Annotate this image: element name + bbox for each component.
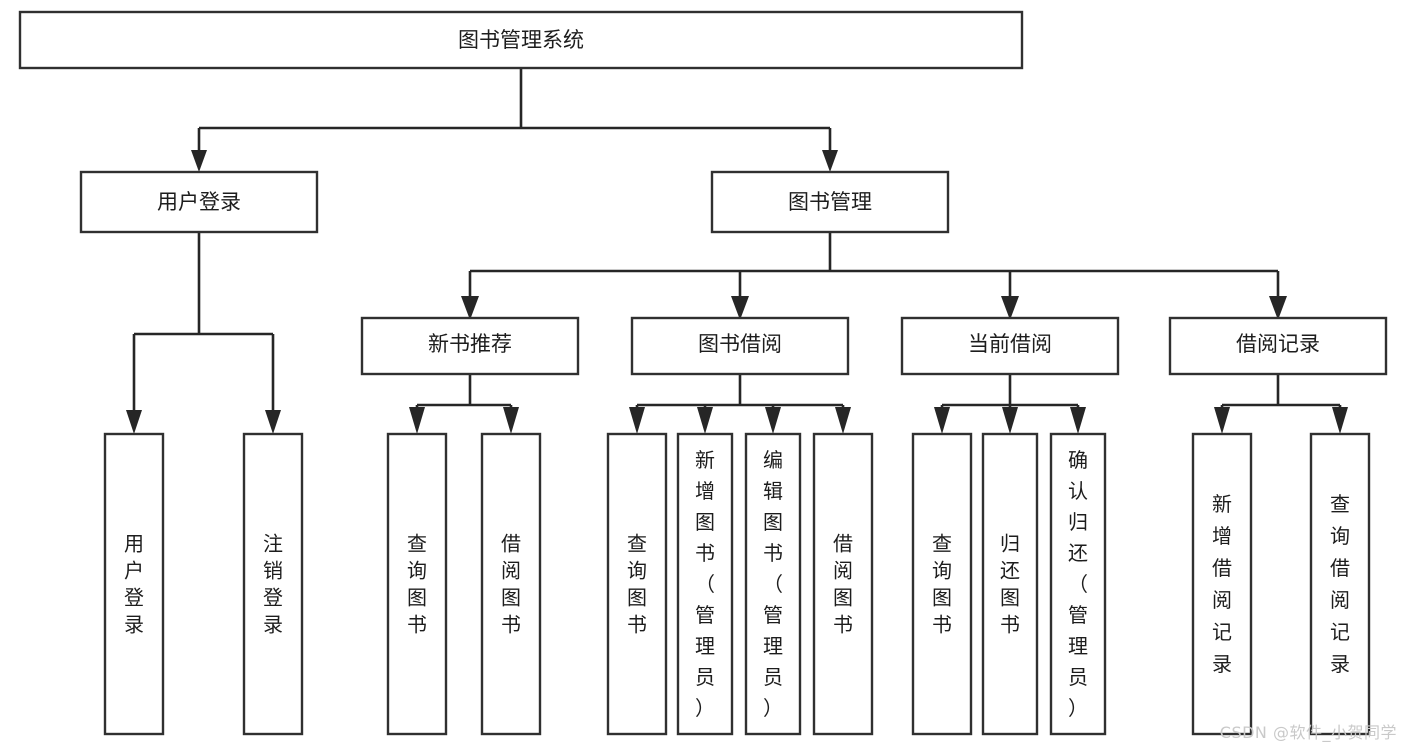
node-new-book-recommend-box[interactable] xyxy=(360,316,580,376)
leaf-query-borrow-record[interactable]: 查询借阅记录 xyxy=(1309,432,1371,736)
node-user-login-label: 用户登录 xyxy=(157,190,241,214)
arrow-record-query xyxy=(1332,407,1348,434)
arrow-root-to-user-login xyxy=(191,150,207,172)
arrow-borrow-add xyxy=(697,407,713,434)
arrow-user-login-leaf1 xyxy=(126,410,142,434)
leaf-query-book-2[interactable]: 查询图书 xyxy=(606,432,668,736)
leaf-query-book-3[interactable]: 查询图书 xyxy=(911,432,973,736)
leaf-query-book-2-label: 查询图书 xyxy=(627,532,647,637)
node-new-book-recommend-label: 新书推荐 xyxy=(428,332,512,356)
leaf-borrow-book-2-label: 借阅图书 xyxy=(833,532,853,637)
leaf-borrow-book-1-label: 借阅图书 xyxy=(501,532,521,637)
leaf-borrow-book-2[interactable]: 借阅图书 xyxy=(812,432,874,736)
connector-group-book-mgmt xyxy=(461,232,1287,320)
connector-group-user-login xyxy=(126,232,281,434)
connector-group-new-book xyxy=(409,374,519,434)
leaf-confirm-return-admin[interactable]: 确认归还（管理员） xyxy=(1049,432,1107,736)
leaf-borrow-book-1[interactable]: 借阅图书 xyxy=(480,432,542,736)
node-current-borrow-label: 当前借阅 xyxy=(968,332,1052,356)
leaf-edit-book-admin-label: 编辑图书（管理员） xyxy=(763,448,783,720)
arrow-user-login-leaf2 xyxy=(265,410,281,434)
leaf-confirm-return-admin-box[interactable] xyxy=(1049,432,1107,736)
leaf-borrow-book-2-box[interactable] xyxy=(812,432,874,736)
arrow-book-mgmt-current xyxy=(1001,296,1019,320)
connector-group-current xyxy=(934,374,1086,434)
node-user-login-box[interactable] xyxy=(79,170,319,234)
node-book-borrow[interactable]: 图书借阅 xyxy=(630,316,850,376)
watermark-text: CSDN @软件_小贺同学 xyxy=(1219,723,1397,742)
leaf-query-book-3-label: 查询图书 xyxy=(932,532,952,637)
node-book-borrow-label: 图书借阅 xyxy=(698,332,782,356)
arrow-record-add xyxy=(1214,407,1230,434)
leaf-return-book-label: 归还图书 xyxy=(1000,532,1020,637)
leaf-add-book-admin-box[interactable] xyxy=(676,432,734,736)
leaf-add-book-admin[interactable]: 新增图书（管理员） xyxy=(676,432,734,736)
connector-group-record xyxy=(1214,374,1348,434)
leaf-user-login[interactable]: 用户登录 xyxy=(103,432,165,736)
leaf-add-book-admin-label: 新增图书（管理员） xyxy=(695,448,715,720)
node-current-borrow[interactable]: 当前借阅 xyxy=(900,316,1120,376)
arrow-borrow-edit xyxy=(765,407,781,434)
node-book-management[interactable]: 图书管理 xyxy=(710,170,950,234)
arrow-book-mgmt-new-book xyxy=(461,296,479,320)
node-current-borrow-box[interactable] xyxy=(900,316,1120,376)
node-book-management-label: 图书管理 xyxy=(788,190,872,214)
arrow-borrow-query xyxy=(629,407,645,434)
node-borrow-record[interactable]: 借阅记录 xyxy=(1168,316,1388,376)
leaf-edit-book-admin[interactable]: 编辑图书（管理员） xyxy=(744,432,802,736)
arrow-current-confirm xyxy=(1070,407,1086,434)
node-root-box[interactable] xyxy=(18,10,1024,70)
leaf-query-book-2-box[interactable] xyxy=(606,432,668,736)
leaf-user-login-label: 用户登录 xyxy=(124,532,144,637)
connector-group-root xyxy=(191,68,838,172)
arrow-book-mgmt-record xyxy=(1269,296,1287,320)
node-root-system[interactable]: 图书管理系统 xyxy=(18,10,1024,70)
arrow-book-mgmt-borrow xyxy=(731,296,749,320)
node-borrow-record-label: 借阅记录 xyxy=(1236,332,1320,356)
leaf-query-borrow-record-label: 查询借阅记录 xyxy=(1330,492,1350,676)
leaf-query-book-1-box[interactable] xyxy=(386,432,448,736)
leaf-add-borrow-record-label: 新增借阅记录 xyxy=(1212,492,1232,676)
arrow-root-to-book-mgmt xyxy=(822,150,838,172)
leaf-add-borrow-record-box[interactable] xyxy=(1191,432,1253,736)
leaf-borrow-book-1-box[interactable] xyxy=(480,432,542,736)
leaf-logout[interactable]: 注销登录 xyxy=(242,432,304,736)
arrow-new-book-query xyxy=(409,407,425,434)
connector-group-borrow xyxy=(629,374,851,434)
leaf-logout-box[interactable] xyxy=(242,432,304,736)
arrow-borrow-lend xyxy=(835,407,851,434)
arrow-current-return xyxy=(1002,407,1018,434)
leaf-query-book-1[interactable]: 查询图书 xyxy=(386,432,448,736)
node-book-management-box[interactable] xyxy=(710,170,950,234)
node-new-book-recommend[interactable]: 新书推荐 xyxy=(360,316,580,376)
leaf-edit-book-admin-box[interactable] xyxy=(744,432,802,736)
node-root-label: 图书管理系统 xyxy=(458,28,584,52)
leaf-user-login-box[interactable] xyxy=(103,432,165,736)
leaf-return-book-box[interactable] xyxy=(981,432,1039,736)
leaf-query-book-1-label: 查询图书 xyxy=(407,532,427,637)
node-borrow-record-box[interactable] xyxy=(1168,316,1388,376)
arrow-current-query xyxy=(934,407,950,434)
arrow-new-book-borrow xyxy=(503,407,519,434)
leaf-query-borrow-record-box[interactable] xyxy=(1309,432,1371,736)
leaf-logout-label: 注销登录 xyxy=(263,532,283,637)
leaf-confirm-return-admin-label: 确认归还（管理员） xyxy=(1068,448,1088,720)
leaf-query-book-3-box[interactable] xyxy=(911,432,973,736)
node-user-login[interactable]: 用户登录 xyxy=(79,170,319,234)
leaf-return-book[interactable]: 归还图书 xyxy=(981,432,1039,736)
leaf-add-borrow-record[interactable]: 新增借阅记录 xyxy=(1191,432,1253,736)
node-book-borrow-box[interactable] xyxy=(630,316,850,376)
